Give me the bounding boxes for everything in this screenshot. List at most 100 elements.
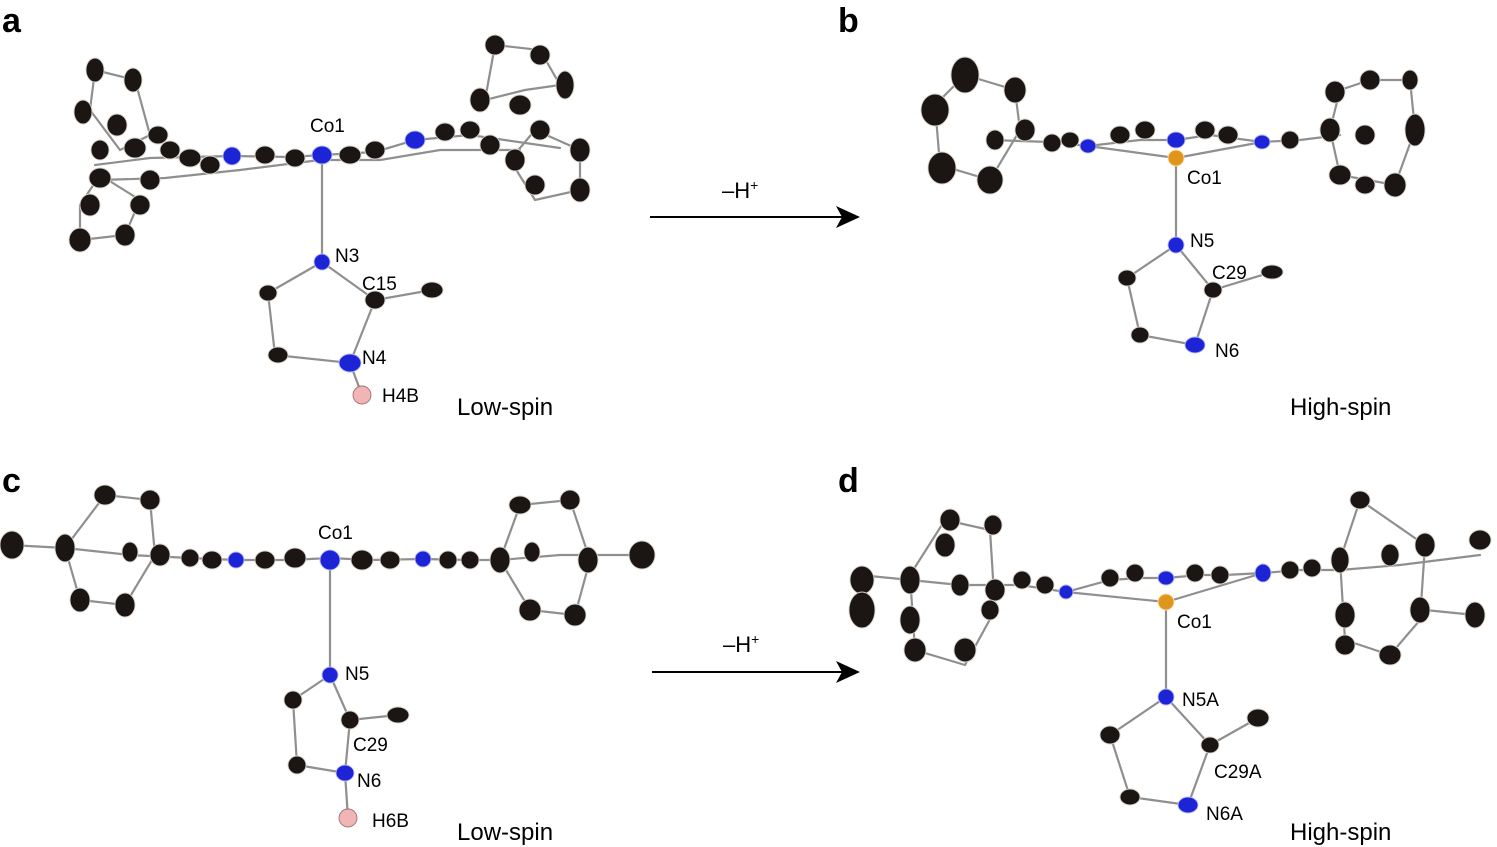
carbon-atom (1134, 120, 1156, 140)
carbon-atom (1060, 131, 1080, 149)
carbon-atom (927, 151, 957, 185)
carbon-atom (254, 550, 276, 570)
carbon-atom (1200, 736, 1220, 754)
carbon-atom (1099, 725, 1121, 745)
nitrogen-atom (1157, 570, 1175, 586)
atom-label-c-ring: C29 (1212, 263, 1247, 284)
carbon-atom (899, 605, 921, 635)
carbon-atom (1210, 565, 1230, 585)
spin-state-label-d: High-spin (1290, 819, 1391, 846)
carbon-atom (69, 587, 91, 613)
carbon-atom (1383, 172, 1407, 198)
carbon-atom (1100, 568, 1120, 588)
carbon-atom (1324, 80, 1346, 104)
carbon-atom (950, 573, 970, 597)
carbon-atom (1414, 532, 1436, 558)
cobalt-atom (1157, 593, 1175, 611)
carbon-atom (1354, 124, 1376, 146)
nitrogen-atom (222, 146, 242, 166)
panel-c: c (0, 462, 656, 846)
nitrogen-atom (1254, 563, 1272, 583)
carbon-atom (1404, 113, 1426, 147)
carbon-atom (1130, 326, 1150, 344)
carbon-atom (899, 565, 921, 595)
spin-state-label-b: High-spin (1290, 394, 1391, 421)
carbon-atom (1119, 788, 1141, 806)
atom-label-co1: Co1 (318, 523, 353, 544)
carbon-atom (1280, 560, 1300, 580)
carbon-atom (129, 194, 151, 216)
atom-label-n-ring: N6A (1206, 804, 1243, 825)
carbon-atom (1401, 69, 1419, 91)
carbon-atom (569, 137, 591, 163)
carbon-atom (1328, 164, 1352, 186)
carbon-atom (849, 565, 875, 595)
carbon-atom (90, 139, 110, 161)
panel-letter-c: c (2, 462, 21, 500)
carbon-atom (73, 99, 93, 125)
carbon-atom (555, 70, 575, 100)
carbon-atom (1246, 708, 1270, 728)
carbon-atom (1464, 601, 1486, 629)
carbon-atom (1003, 76, 1027, 104)
carbon-atom (1014, 118, 1036, 142)
carbon-atom (254, 145, 276, 165)
carbon-atom (934, 532, 956, 558)
imidazole-atoms-a (258, 253, 444, 405)
atom-label-c-ring: C29 (353, 735, 388, 756)
carbon-atom (1359, 69, 1381, 91)
carbon-atom (1349, 490, 1371, 510)
hydrogen-atom (352, 385, 372, 405)
nitrogen-atom (321, 666, 339, 684)
carbon-atom (123, 67, 143, 93)
atom-label-co1: Co1 (1177, 612, 1212, 633)
atom-label-n-axial: N5 (345, 664, 369, 685)
imidazole-atoms-d (1099, 688, 1270, 814)
carbon-atom (178, 148, 202, 168)
reaction-arrow-bottom: –H+ (652, 631, 860, 683)
carbon-atom (1012, 570, 1032, 590)
nitrogen-atom (404, 130, 426, 150)
carbon-atom (628, 540, 656, 570)
carbon-atom (1117, 269, 1137, 287)
nitrogen-atom (1058, 584, 1074, 600)
nitrogen-atom (1253, 134, 1271, 150)
carbon-atom (559, 489, 581, 511)
atom-label-c-ring: C15 (362, 274, 397, 295)
atom-label-n-ring: N6 (1215, 341, 1239, 362)
nitrogen-atom (1184, 336, 1206, 354)
carbon-atom (484, 34, 506, 56)
carbon-atom (123, 137, 147, 159)
carbon-atom (939, 508, 961, 532)
carbon-atom (0, 530, 25, 560)
reaction-arrow-top: –H+ (650, 177, 860, 228)
carbon-atom (350, 549, 374, 571)
carbon-atom (1354, 175, 1376, 195)
nitrogen-atom (311, 145, 333, 165)
nitrogen-atom (1079, 138, 1097, 154)
porphyrin-atoms-b (920, 56, 1426, 198)
carbon-atom (267, 346, 289, 364)
carbon-atom (438, 550, 458, 570)
carbon-atom (1035, 575, 1055, 595)
carbon-atom (980, 599, 1000, 621)
nitrogen-atom (227, 551, 245, 569)
carbon-atom (54, 533, 76, 563)
carbon-atom (489, 546, 511, 574)
carbon-atom (508, 94, 532, 116)
carbon-atom (518, 598, 542, 622)
carbon-atom (1194, 120, 1216, 140)
carbon-atom (149, 543, 171, 567)
porphyrin-atoms-c (0, 484, 656, 627)
atom-label-n-ring: N4 (362, 348, 387, 369)
carbon-atom (1468, 529, 1492, 551)
atom-label-hydrogen: H4B (382, 386, 419, 407)
carbon-atom (79, 193, 101, 217)
panel-letter-d: d (838, 462, 859, 500)
carbon-atom (983, 514, 1003, 536)
nitrogen-atom (1157, 688, 1175, 706)
carbon-atom (950, 56, 980, 94)
panel-a: a (2, 2, 591, 421)
carbon-atom (139, 169, 161, 191)
